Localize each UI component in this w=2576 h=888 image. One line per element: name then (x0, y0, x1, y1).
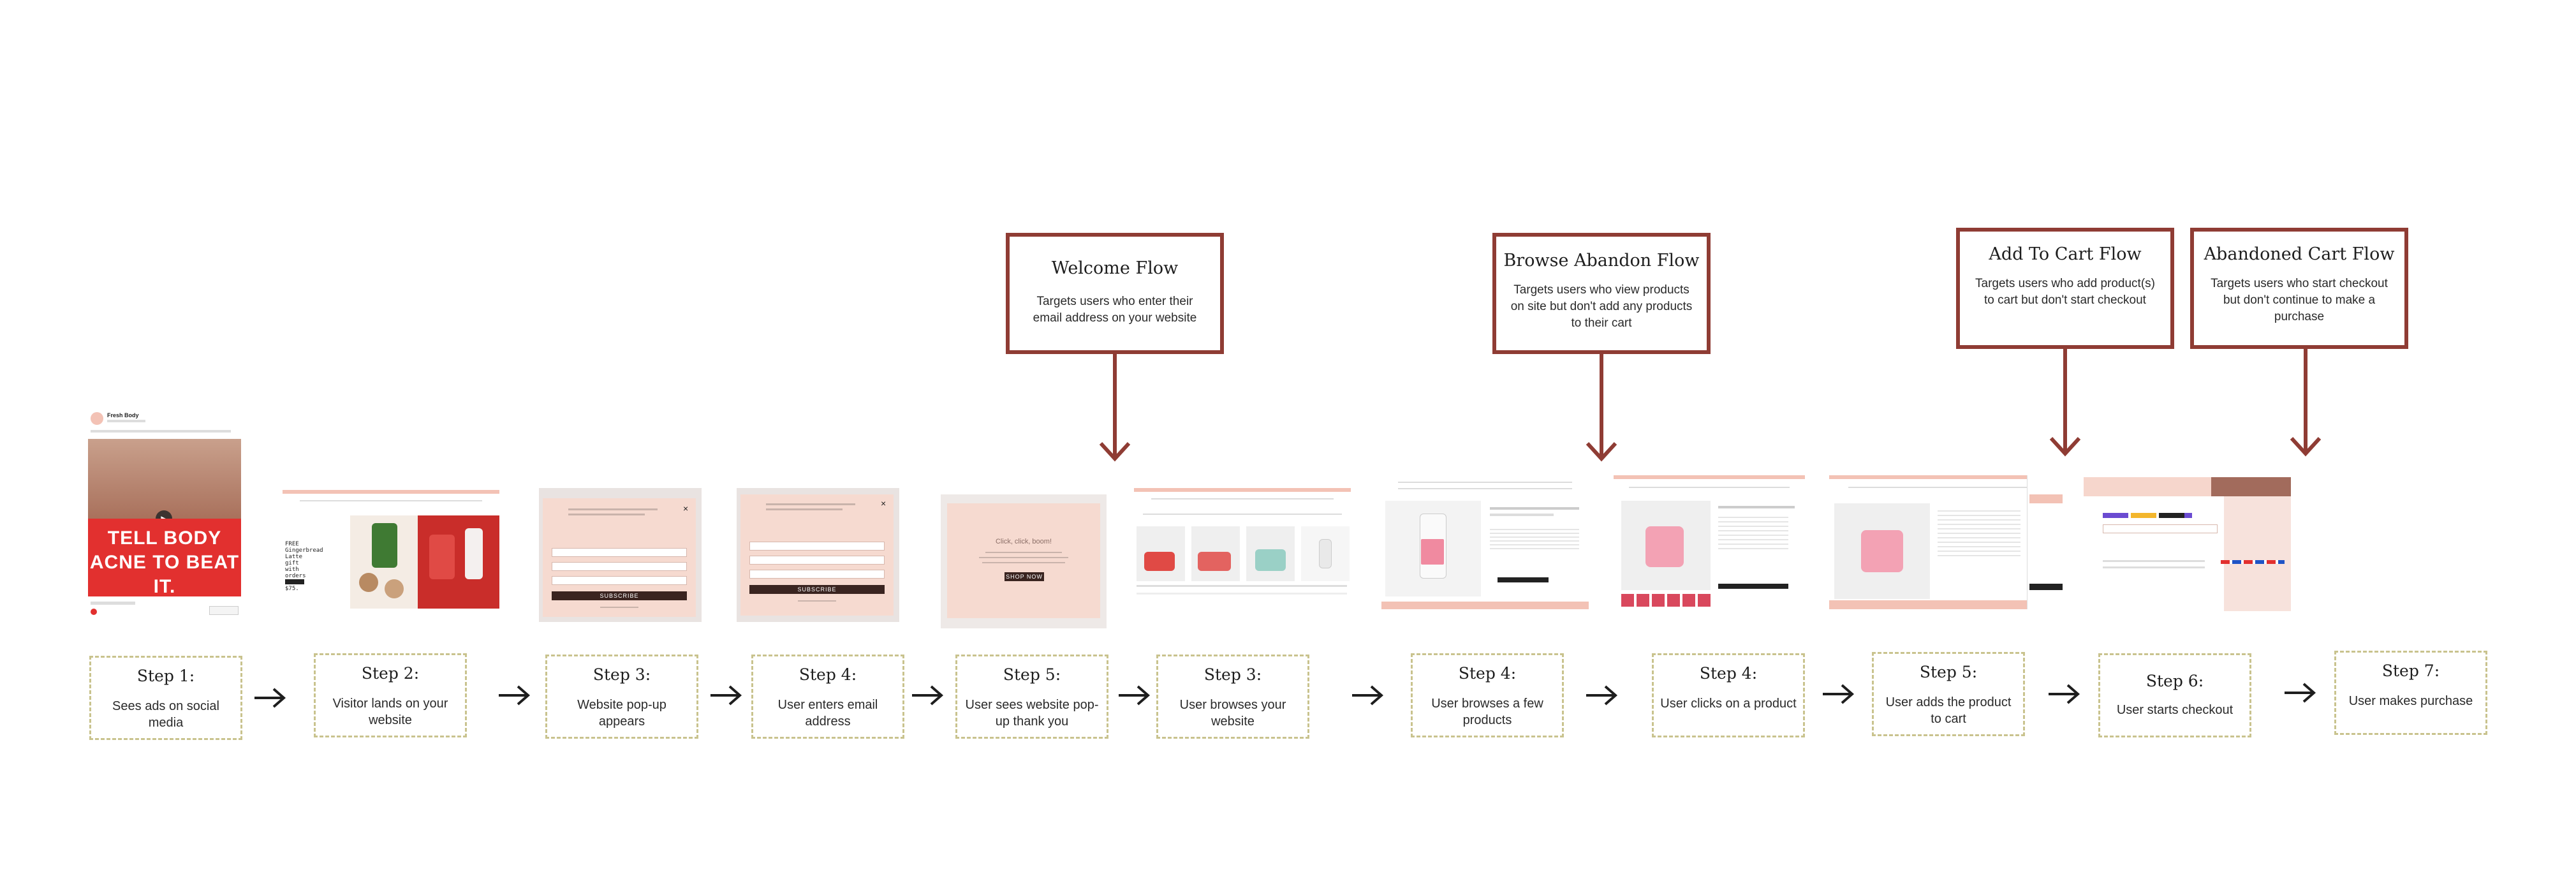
flow-desc: Targets users who add product(s) to cart… (1975, 277, 2155, 307)
ad-brand: Fresh Body (107, 412, 139, 418)
step-desc: Visitor lands on your website (332, 697, 448, 727)
browse-grid-thumbnail (1134, 488, 1351, 612)
right-arrow-icon (2285, 683, 2316, 703)
step-box-11: Step 7: User makes purchase (2334, 651, 2487, 735)
flow-title: Abandoned Cart Flow (2204, 244, 2395, 264)
step-title: Step 7: (2381, 662, 2440, 680)
step-box-8: Step 4: User clicks on a product (1652, 653, 1805, 737)
landing-page-thumbnail: FREE Gingerbread Latte gift with orders … (283, 490, 499, 609)
step-title: Step 2: (361, 664, 420, 683)
step-box-4: Step 4: User enters email address (751, 655, 904, 739)
step-title: Step 5: (1003, 665, 1061, 684)
right-arrow-icon (1823, 684, 1855, 704)
step-box-1: Step 1: Sees ads on social media (89, 656, 242, 740)
close-icon: × (683, 503, 689, 514)
thank-you-thumbnail: Click, click, boom! SHOP NOW (941, 494, 1107, 628)
step-box-3: Step 3: Website pop-up appears (545, 655, 698, 739)
reaction-icon (91, 609, 97, 615)
down-arrow-icon (1099, 354, 1131, 462)
flow-box-welcome: Welcome Flow Targets users who enter the… (1006, 233, 1224, 354)
step-box-9: Step 5: User adds the product to cart (1872, 652, 2025, 736)
flow-desc: Targets users who view products on site … (1510, 283, 1693, 330)
social-ad-thumbnail: Fresh Body ▶ TELL BODY ACNE TO BEAT IT. (88, 408, 241, 619)
step-title: Step 6: (2145, 672, 2204, 690)
right-arrow-icon (1586, 685, 1618, 706)
step-desc: User makes purchase (2348, 694, 2473, 708)
flow-box-browse-abandon: Browse Abandon Flow Targets users who vi… (1492, 233, 1711, 354)
right-arrow-icon (710, 685, 742, 706)
step-title: Step 4: (1699, 664, 1758, 683)
thanks-title: Click, click, boom! (995, 538, 1052, 545)
shop-now-button: SHOP NOW (1005, 572, 1044, 581)
step-box-10: Step 6: User starts checkout (2098, 653, 2251, 737)
right-arrow-icon (1119, 685, 1151, 706)
step-desc: User sees website pop-up thank you (965, 698, 1099, 729)
subscribe-button: SUBSCRIBE (552, 591, 687, 600)
right-arrow-icon (1352, 685, 1384, 706)
subscribe-button: SUBSCRIBE (749, 585, 885, 594)
step-title: Step 1: (136, 667, 195, 685)
avatar (91, 412, 103, 425)
down-arrow-icon (2049, 349, 2081, 457)
step-box-7: Step 4: User browses a few products (1411, 653, 1564, 737)
popup-thumbnail: × SUBSCRIBE (539, 488, 702, 622)
flow-box-add-to-cart: Add To Cart Flow Targets users who add p… (1956, 228, 2174, 349)
flow-box-abandoned-cart: Abandoned Cart Flow Targets users who st… (2190, 228, 2408, 349)
close-icon: × (881, 498, 887, 508)
popup-filled-thumbnail: × SUBSCRIBE (737, 488, 899, 622)
step-box-6: Step 3: User browses your website (1156, 655, 1309, 739)
product-page-thumbnail (1381, 475, 1589, 609)
step-title: Step 3: (1203, 665, 1262, 684)
down-arrow-icon (1586, 354, 1617, 462)
shop-now-button (209, 606, 239, 615)
step-desc: User starts checkout (2116, 703, 2234, 717)
step-title: Step 3: (592, 665, 651, 684)
step-desc: User enters email address (777, 698, 878, 729)
step-box-5: Step 5: User sees website pop-up thank y… (955, 655, 1108, 739)
flow-desc: Targets users who start checkout but don… (2211, 277, 2388, 323)
step-desc: User adds the product to cart (1885, 695, 2012, 726)
right-arrow-icon (499, 685, 531, 706)
flow-desc: Targets users who enter their email addr… (1033, 295, 1197, 325)
right-arrow-icon (2049, 684, 2080, 704)
add-to-cart-thumbnail (1829, 475, 2065, 609)
step-desc: Sees ads on social media (112, 699, 219, 730)
flow-title: Browse Abandon Flow (1503, 251, 1700, 270)
hero-text: FREE Gingerbread Latte gift with orders … (285, 541, 323, 592)
step-desc: Website pop-up appears (577, 698, 666, 729)
step-title: Step 5: (1919, 663, 1978, 681)
step-desc: User clicks on a product (1660, 697, 1797, 711)
ad-photo (88, 439, 241, 519)
step-title: Step 4: (799, 665, 857, 684)
flow-title: Welcome Flow (1051, 258, 1179, 278)
step-desc: User browses your website (1179, 698, 1286, 729)
checkout-thumbnail (2084, 477, 2291, 611)
right-arrow-icon (254, 688, 286, 708)
down-arrow-icon (2290, 349, 2322, 457)
ad-headline: TELL BODY ACNE TO BEAT IT. (88, 519, 241, 597)
step-desc: User browses a few products (1431, 697, 1543, 727)
flow-title: Add To Cart Flow (1989, 244, 2142, 264)
step-box-2: Step 2: Visitor lands on your website (314, 653, 467, 737)
product-page-thumbnail-2 (1614, 475, 1805, 609)
right-arrow-icon (912, 685, 944, 706)
step-title: Step 4: (1458, 664, 1517, 683)
